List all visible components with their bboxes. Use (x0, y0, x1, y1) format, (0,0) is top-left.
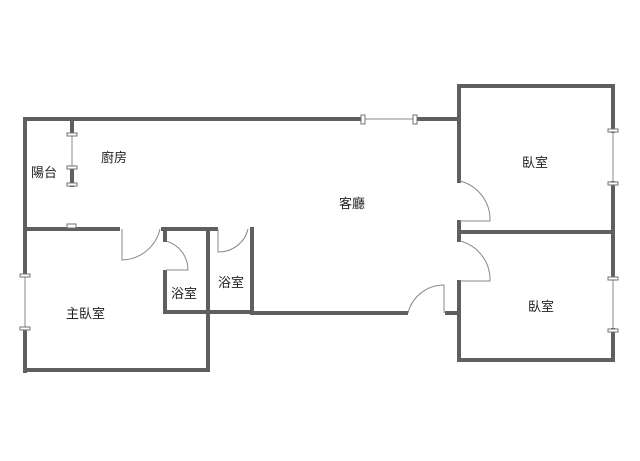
room-label-bathroom-2: 浴室 (218, 276, 245, 291)
room-label-bedroom-2: 臥室 (528, 300, 555, 315)
windows (19, 114, 619, 333)
room-label-master-bedroom: 主臥室 (66, 307, 106, 322)
room-label-kitchen: 廚房 (101, 151, 128, 166)
walls (23, 84, 615, 373)
room-label-bedroom-1: 臥室 (522, 156, 549, 171)
room-label-balcony: 陽台 (31, 166, 58, 181)
doors (121, 180, 491, 314)
room-label-bathroom-1: 浴室 (171, 287, 198, 302)
room-label-living-room: 客廳 (339, 197, 366, 212)
